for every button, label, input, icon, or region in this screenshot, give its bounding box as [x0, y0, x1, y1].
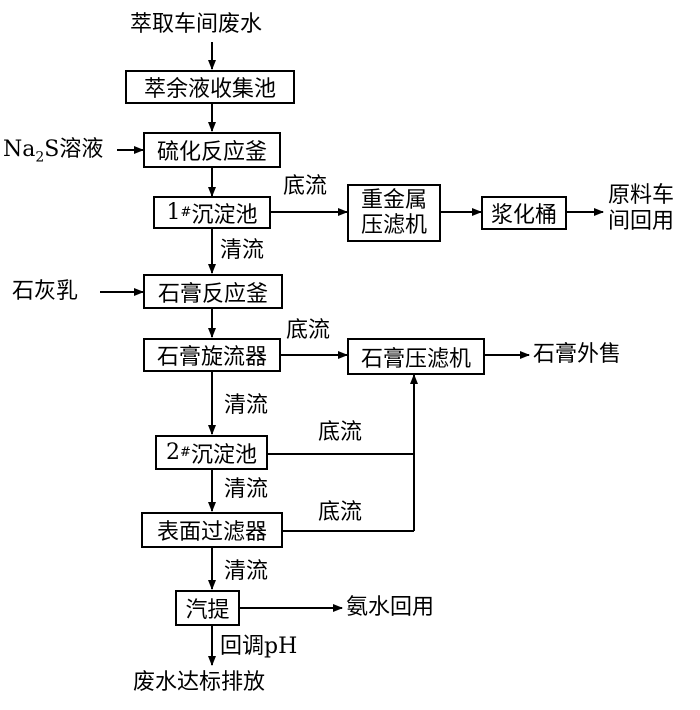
- na2s-solution-label: Na2S溶液: [3, 137, 104, 166]
- gypsum-sale-label: 石膏外售: [533, 342, 622, 367]
- lime-milk-label: 石灰乳: [12, 279, 79, 304]
- discharge-label: 废水达标排放: [133, 670, 266, 695]
- heavy-metal-filter-press: 重金属压滤机: [347, 184, 441, 242]
- raffinate-collection-pool: 萃余液收集池: [125, 70, 295, 104]
- settling-tank-1: 1#沉淀池: [153, 196, 271, 229]
- clear-flow-label-4: 清流: [224, 559, 269, 584]
- clear-flow-label-2: 清流: [224, 393, 269, 418]
- underflow-label-1: 底流: [283, 174, 328, 199]
- ammonia-reuse-label: 氨水回用: [346, 595, 435, 620]
- underflow-label-3: 底流: [318, 420, 363, 445]
- gypsum-filter-press: 石膏压滤机: [347, 338, 485, 375]
- underflow-label-4: 底流: [318, 500, 363, 525]
- adjust-ph-label: 回调pH: [220, 634, 298, 659]
- gypsum-cyclone: 石膏旋流器: [143, 338, 281, 372]
- source-wastewater-label: 萃取车间废水: [130, 12, 263, 37]
- gypsum-reactor: 石膏反应釜: [143, 274, 283, 309]
- steam-stripper: 汽提: [175, 590, 240, 626]
- surface-filter: 表面过滤器: [141, 512, 283, 548]
- settling-tank-2: 2#沉淀池: [155, 435, 268, 470]
- sulfide-reactor: 硫化反应釜: [143, 132, 281, 168]
- slurry-tank: 浆化桶: [481, 196, 567, 230]
- underflow-label-2: 底流: [286, 318, 331, 343]
- raw-material-reuse-label: 原料车 间回用: [608, 183, 675, 235]
- clear-flow-label-1: 清流: [220, 238, 265, 263]
- clear-flow-label-3: 清流: [224, 477, 269, 502]
